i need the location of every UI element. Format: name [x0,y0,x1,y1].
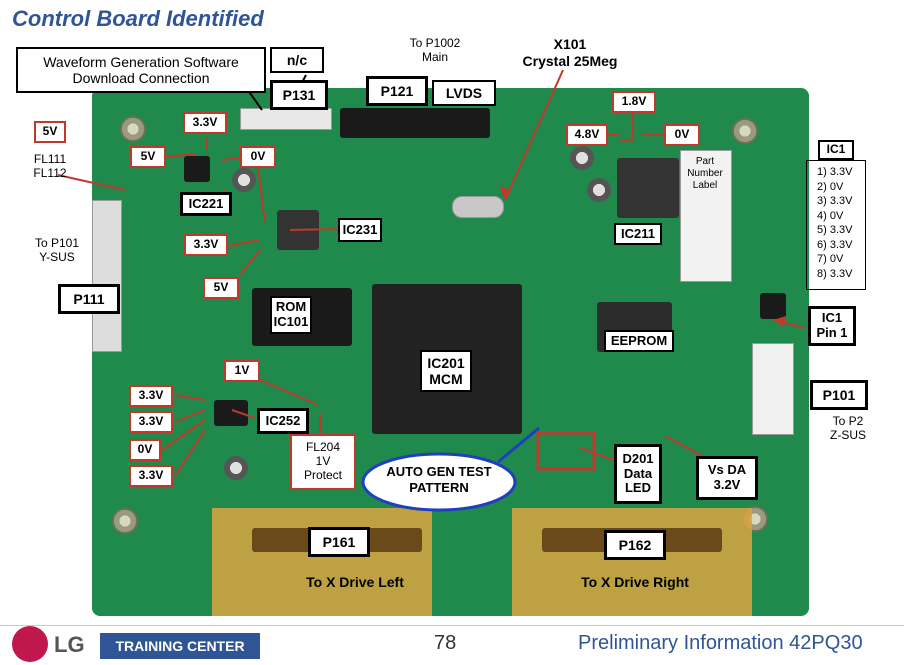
eeprom-label: EEPROM [604,330,674,352]
to-p2-label: To P2 Z-SUS [830,414,866,443]
v33-a-label: 3.3V [183,112,227,134]
preliminary-info: Preliminary Information 42PQ30 [578,632,863,654]
v33-c-label: 3.3V [184,234,228,256]
training-center-badge: TRAINING CENTER [100,633,260,659]
screw-icon [120,116,146,142]
v0-top-label: 0V [664,124,700,146]
x101-label: X101 Crystal 25Meg [522,36,618,69]
ic1-pin-table: 1) 3.3V 2) 0V 3) 3.3V 4) 0V 5) 3.3V 6) 3… [806,160,866,290]
ic1-pin: 8) 3.3V [817,267,853,280]
auto-gen-label: AUTO GEN TEST PATTERN [386,464,492,495]
p111-label: P111 [58,284,120,314]
fl204-label: FL204 1V Protect [290,434,356,490]
part-number-sticker [680,150,732,282]
page-number: 78 [434,632,457,654]
ic252-label: IC252 [257,408,309,434]
nc-label: n/c [270,47,324,73]
d201-label: D201 Data LED [614,444,662,504]
ic221-label: IC221 [180,192,232,216]
ic1-pin: 6) 3.3V [817,238,853,251]
p111-ribbon [92,200,122,352]
vs-da-label: Vs DA 3.2V [696,456,758,500]
screw-icon [732,118,758,144]
ic1-pin: 7) 0V [817,253,844,266]
waveform-label: Waveform Generation Software Download Co… [16,47,266,93]
v5-fl-label: 5V [34,121,66,143]
p121-label: P121 [366,76,428,106]
capacitor [587,178,611,202]
ic221-chip [184,156,210,182]
ic1-pin1-label: IC1 Pin 1 [808,306,856,346]
capacitor [570,146,594,170]
ic1-label: IC1 [818,140,854,160]
p161-label: P161 [308,527,370,557]
p162-label: P162 [604,530,666,560]
brand-name: LG [54,632,85,657]
part-number-label: Part Number Label [687,156,723,191]
capacitor [224,456,248,480]
v5-c-label: 5V [203,277,239,299]
ic1-pin: 5) 3.3V [817,224,853,237]
to-x-drive-left-label: To X Drive Left [306,574,404,590]
footer-divider [0,625,904,626]
ic211-chip [617,158,679,218]
ic231-label: IC231 [338,218,382,242]
lvds-label: LVDS [432,80,496,106]
ic1-pin: 1) 3.3V [817,166,853,178]
p121-connector [340,108,490,138]
v33-f-label: 3.3V [129,465,173,487]
v33-e-label: 3.3V [129,411,173,433]
rom-ic101-label: ROM IC101 [270,296,312,334]
ic1-pin: 2) 0V [817,180,844,193]
capacitor [232,168,256,192]
tape-left [212,508,432,616]
p101-label: P101 [810,380,868,410]
to-p101-ysus-label: To P101 Y-SUS [34,236,80,265]
page-title: Control Board Identified [12,6,264,31]
screw-icon [112,508,138,534]
p101-connector [752,343,794,435]
crystal-x101 [452,196,504,218]
ic1-chip [760,293,786,319]
v5-b-label: 5V [130,146,166,168]
v48-label: 4.8V [566,124,608,146]
p131-label: P131 [270,80,328,110]
to-x-drive-right-label: To X Drive Right [581,574,689,590]
ic1-pin: 4) 0V [817,209,844,222]
fl111-label: FL111 FL112 [33,152,67,181]
ic201-label: IC201 MCM [420,350,472,392]
ic211-label: IC211 [614,223,662,245]
v0-e-label: 0V [129,439,161,461]
v0-b-label: 0V [240,146,276,168]
lg-logo [12,626,48,662]
tape-right [512,508,752,616]
to-p1002-label: To P1002 Main [409,36,461,65]
v1-label: 1V [224,360,260,382]
ic1-pin: 3) 3.3V [817,195,853,208]
v18-label: 1.8V [612,91,656,113]
v33-d-label: 3.3V [129,385,173,407]
